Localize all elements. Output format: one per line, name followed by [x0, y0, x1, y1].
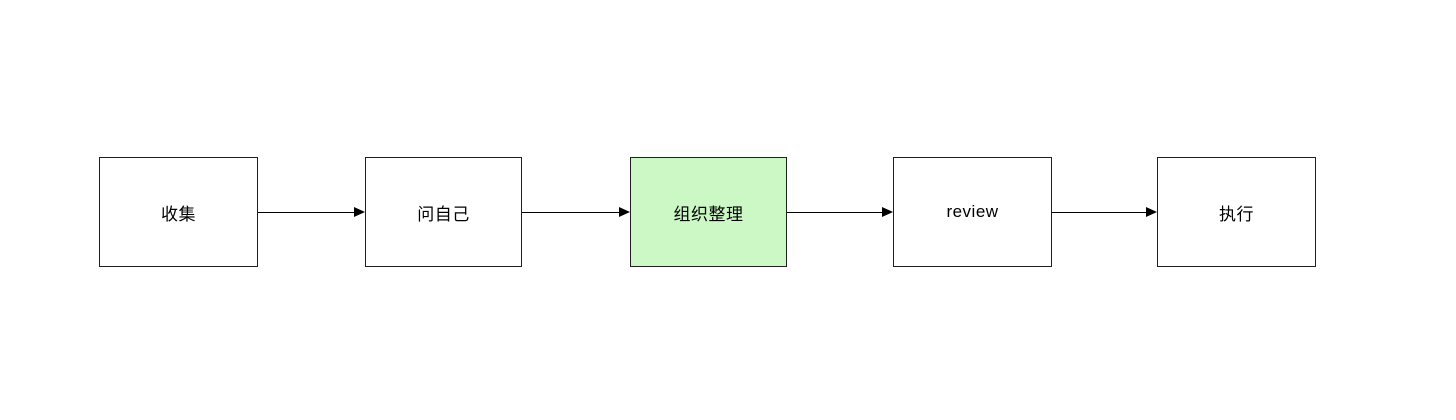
connector-line	[1052, 211, 1148, 213]
connector-line	[787, 211, 884, 213]
node-organize-label: 组织整理	[673, 204, 744, 224]
connector-line	[258, 211, 356, 213]
node-review[interactable]: review	[893, 157, 1052, 267]
node-ask-yourself[interactable]: 问自己	[365, 157, 522, 267]
arrowhead-icon	[882, 207, 893, 217]
connector-ask-to-organize[interactable]	[522, 206, 630, 219]
node-collect-label: 收集	[161, 204, 196, 224]
arrowhead-icon	[1146, 207, 1157, 217]
node-collect[interactable]: 收集	[99, 157, 258, 267]
connector-organize-to-review[interactable]	[787, 206, 893, 219]
connector-collect-to-ask[interactable]	[258, 206, 365, 219]
arrowhead-icon	[619, 207, 630, 217]
node-execute[interactable]: 执行	[1157, 157, 1316, 267]
connector-review-to-execute[interactable]	[1052, 206, 1157, 219]
node-ask-yourself-label: 问自己	[417, 204, 470, 224]
arrowhead-icon	[354, 207, 365, 217]
node-execute-label: 执行	[1219, 204, 1254, 224]
node-organize[interactable]: 组织整理	[630, 157, 787, 267]
connector-line	[522, 211, 621, 213]
node-review-label: review	[946, 202, 999, 221]
